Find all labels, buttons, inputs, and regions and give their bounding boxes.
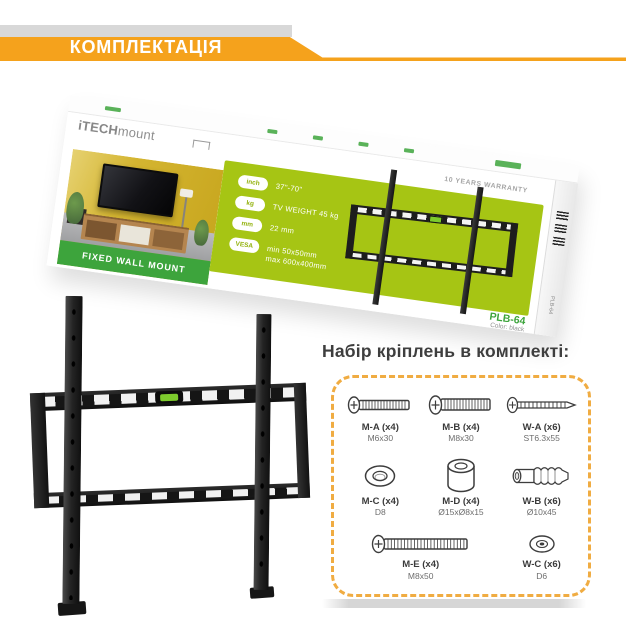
mm-badge-icon: mm	[231, 215, 263, 233]
bubble-level	[154, 390, 184, 404]
fastener-name: W-A (x6)	[522, 422, 561, 433]
fastener-item: M-B (x4) M8x30	[421, 388, 502, 453]
plate-right-cap	[293, 382, 311, 499]
fastener-size: Ø10x45	[526, 507, 557, 518]
product-photo	[12, 288, 324, 623]
header-gray-bar	[0, 25, 292, 37]
page-title: КОМПЛЕКТАЦІЯ	[69, 37, 223, 57]
art-bottom-bar	[345, 250, 514, 278]
brand-light: mount	[116, 123, 156, 144]
barcode-icon	[554, 223, 568, 235]
barcode-icon	[555, 210, 569, 222]
logo-mark	[494, 159, 522, 170]
art-slots	[352, 252, 506, 275]
kg-badge-icon: kg	[234, 195, 266, 213]
fastener-size: D8	[374, 507, 386, 518]
fastener-name: M-B (x4)	[442, 422, 480, 433]
countersunk-screw-icon	[501, 388, 582, 422]
fastener-size: M8x50	[407, 570, 434, 581]
fasteners-box: M-A (x4) M6x30 M-B (x4) M8x30	[331, 375, 591, 597]
tv-rail-right	[253, 313, 272, 591]
rail-holes	[62, 299, 83, 601]
fastener-size: Ø15xØ8x15	[438, 507, 484, 518]
rail-holes	[253, 317, 272, 587]
fastener-item: W-A (x6) ST6.3x55	[501, 388, 582, 453]
level-glass	[160, 393, 179, 401]
spec-mark	[267, 128, 278, 135]
cabinet-shelf	[84, 219, 118, 241]
washer-small-icon	[501, 529, 582, 559]
spec-text: TV WEIGHT 45 kg	[272, 202, 340, 221]
fasteners-grid: M-A (x4) M6x30 M-B (x4) M8x30	[334, 378, 588, 594]
fastener-name: W-C (x6)	[522, 559, 561, 571]
tv-rail-left	[62, 295, 83, 605]
fasteners-title: Набір кріплень в комплекті:	[322, 341, 570, 361]
fastener-item: M-E (x4) M8x50	[340, 529, 501, 590]
cabinet-shelf	[152, 229, 185, 251]
washer-icon	[340, 456, 421, 496]
spec-mark	[358, 141, 369, 148]
fastener-item: W-C (x6) D6	[501, 529, 582, 590]
art-wall-plate	[345, 204, 519, 278]
inch-badge-icon: inch	[237, 174, 269, 192]
fastener-item: M-C (x4) D8	[340, 456, 421, 527]
vesa-badge-icon: VESA	[228, 236, 261, 254]
pan-head-screw-icon	[340, 388, 421, 422]
fastener-name: M-C (x4)	[361, 495, 400, 507]
pan-head-screw-icon	[421, 388, 502, 422]
fastener-size: M8x30	[448, 433, 474, 444]
barcode-icon	[552, 236, 566, 248]
cabinet-drawer	[118, 224, 151, 246]
fastener-item: M-A (x4) M6x30	[340, 388, 421, 453]
spec-text: 22 mm	[269, 223, 295, 236]
art-level-icon	[428, 215, 443, 224]
fastener-name: M-E (x4)	[402, 559, 440, 571]
photo-lamp-shade	[179, 188, 194, 199]
spec-mark	[403, 148, 415, 154]
fastener-size: M6x30	[367, 433, 394, 444]
fastener-name: M-D (x4)	[442, 495, 480, 507]
spec-row-size: inch 37"-70"	[237, 174, 303, 196]
spec-row-thickness: mm 22 mm	[231, 215, 295, 238]
spec-mark	[312, 135, 324, 141]
spacer-icon	[421, 456, 502, 496]
fastener-size: D6	[536, 570, 548, 581]
fastener-name: M-A (x4)	[361, 422, 399, 433]
mount-glyph-icon	[192, 139, 211, 150]
lifestyle-photo: FIXED WALL MOUNT	[56, 148, 224, 285]
side-model-text: PLB-64	[546, 295, 556, 315]
tv-screen	[99, 165, 177, 216]
box-shadow-bar	[322, 599, 586, 608]
long-screw-icon	[340, 529, 501, 559]
fastener-name: W-B (x6)	[522, 495, 561, 507]
fastener-item: W-B (x6) Ø10x45	[501, 456, 582, 527]
spec-text: 37"-70"	[275, 181, 303, 195]
fastener-item: M-D (x4) Ø15xØ8x15	[421, 456, 502, 527]
fastener-size: ST6.3x55	[523, 433, 560, 444]
logo-mark	[104, 106, 122, 113]
brand-bold: iTECH	[77, 117, 120, 138]
wall-anchor-icon	[501, 456, 582, 496]
